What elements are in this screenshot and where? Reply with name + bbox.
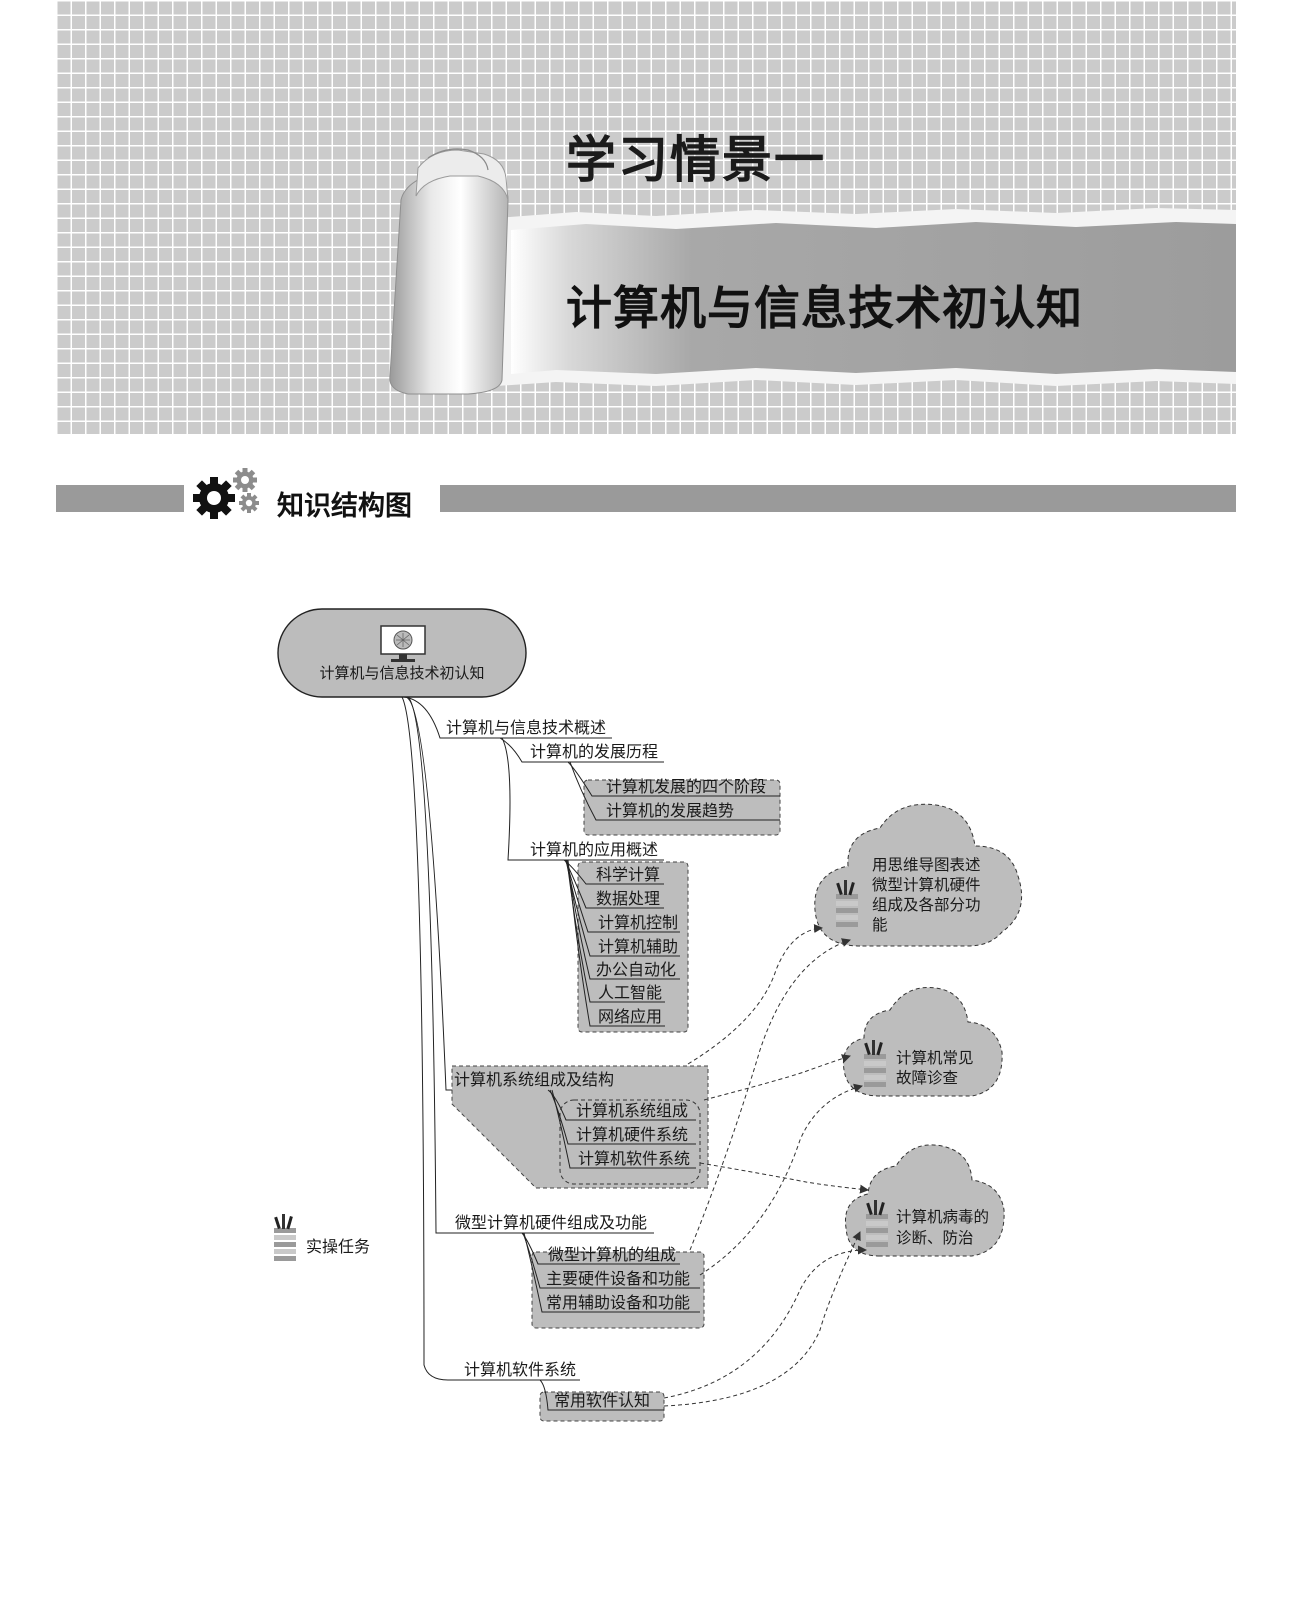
- history-item: 计算机发展的四个阶段: [606, 777, 766, 796]
- task-cloud: 计算机常见 故障诊查: [842, 986, 1003, 1097]
- system-item: 计算机系统组成: [576, 1101, 688, 1120]
- history-label: 计算机的发展历程: [530, 742, 658, 761]
- torn-paper-graphic: [389, 148, 1236, 395]
- system-item: 计算机硬件系统: [576, 1125, 688, 1144]
- legend: 实操任务: [274, 1214, 370, 1261]
- cloud-line: 计算机常见: [896, 1048, 974, 1067]
- history-connectors: [567, 761, 780, 821]
- branch-software-label: 计算机软件系统: [464, 1360, 576, 1379]
- root-node: 计算机与信息技术初认知: [277, 608, 527, 698]
- legend-label: 实操任务: [306, 1237, 370, 1256]
- applications-connectors: [563, 859, 680, 1027]
- task-cloud: 计算机病毒的 诊断、防治: [844, 1144, 1005, 1257]
- applications-label: 计算机的应用概述: [530, 840, 658, 859]
- cloud-line: 诊断、防治: [896, 1229, 974, 1247]
- cloud-line: 能: [872, 916, 888, 934]
- hardware-connectors: [521, 1232, 700, 1313]
- system-item: 计算机软件系统: [578, 1149, 690, 1168]
- branch-overview-label: 计算机与信息技术概述: [446, 718, 606, 737]
- monitor-icon: [380, 625, 426, 662]
- task-cloud: 用思维导图表述 微型计算机硬件 组成及各部分功 能: [814, 803, 1023, 947]
- root-label: 计算机与信息技术初认知: [319, 664, 484, 682]
- task-arrows: [663, 924, 869, 1407]
- software-connector: [539, 1379, 664, 1411]
- overview-connectors: [499, 737, 664, 861]
- branch-system-label: 计算机系统组成及结构: [454, 1070, 614, 1089]
- application-item: 网络应用: [598, 1007, 662, 1026]
- chapter-label: 学习情景一: [566, 131, 826, 189]
- gear-icon: [193, 468, 259, 519]
- application-item: 数据处理: [596, 889, 660, 908]
- system-connectors: [547, 1089, 696, 1169]
- trunk-connectors: [401, 696, 654, 1381]
- section-bar-left: [56, 485, 184, 512]
- cloud-line: 用思维导图表述: [872, 856, 981, 874]
- cloud-line: 微型计算机硬件: [872, 875, 981, 894]
- cloud-line: 组成及各部分功: [872, 896, 981, 914]
- section-bar-right: [440, 485, 1236, 512]
- chapter-banner: 学习情景一 计算机与信息技术初认知: [56, 0, 1236, 434]
- application-item: 计算机辅助: [598, 937, 678, 956]
- application-item: 办公自动化: [596, 960, 676, 979]
- branch-hardware-label: 微型计算机硬件组成及功能: [455, 1213, 647, 1232]
- software-box: [539, 1391, 665, 1422]
- cloud-line: 计算机病毒的: [896, 1207, 989, 1226]
- software-item: 常用软件认知: [554, 1391, 650, 1410]
- history-item: 计算机的发展趋势: [606, 801, 734, 820]
- hardware-item: 常用辅助设备和功能: [546, 1293, 690, 1312]
- chapter-title: 计算机与信息技术初认知: [566, 281, 1083, 335]
- history-box: [583, 779, 781, 836]
- task-icon: [274, 1214, 296, 1261]
- application-item: 科学计算: [596, 865, 660, 884]
- cloud-line: 故障诊查: [896, 1069, 958, 1087]
- section-title: 知识结构图: [277, 491, 412, 522]
- hardware-item: 主要硬件设备和功能: [546, 1269, 690, 1288]
- hardware-box: [531, 1251, 705, 1329]
- application-item: 计算机控制: [598, 913, 678, 932]
- application-item: 人工智能: [598, 983, 662, 1002]
- hardware-item: 微型计算机的组成: [548, 1245, 676, 1264]
- torn-stripe: [511, 222, 1236, 374]
- system-items-box: [559, 1099, 701, 1185]
